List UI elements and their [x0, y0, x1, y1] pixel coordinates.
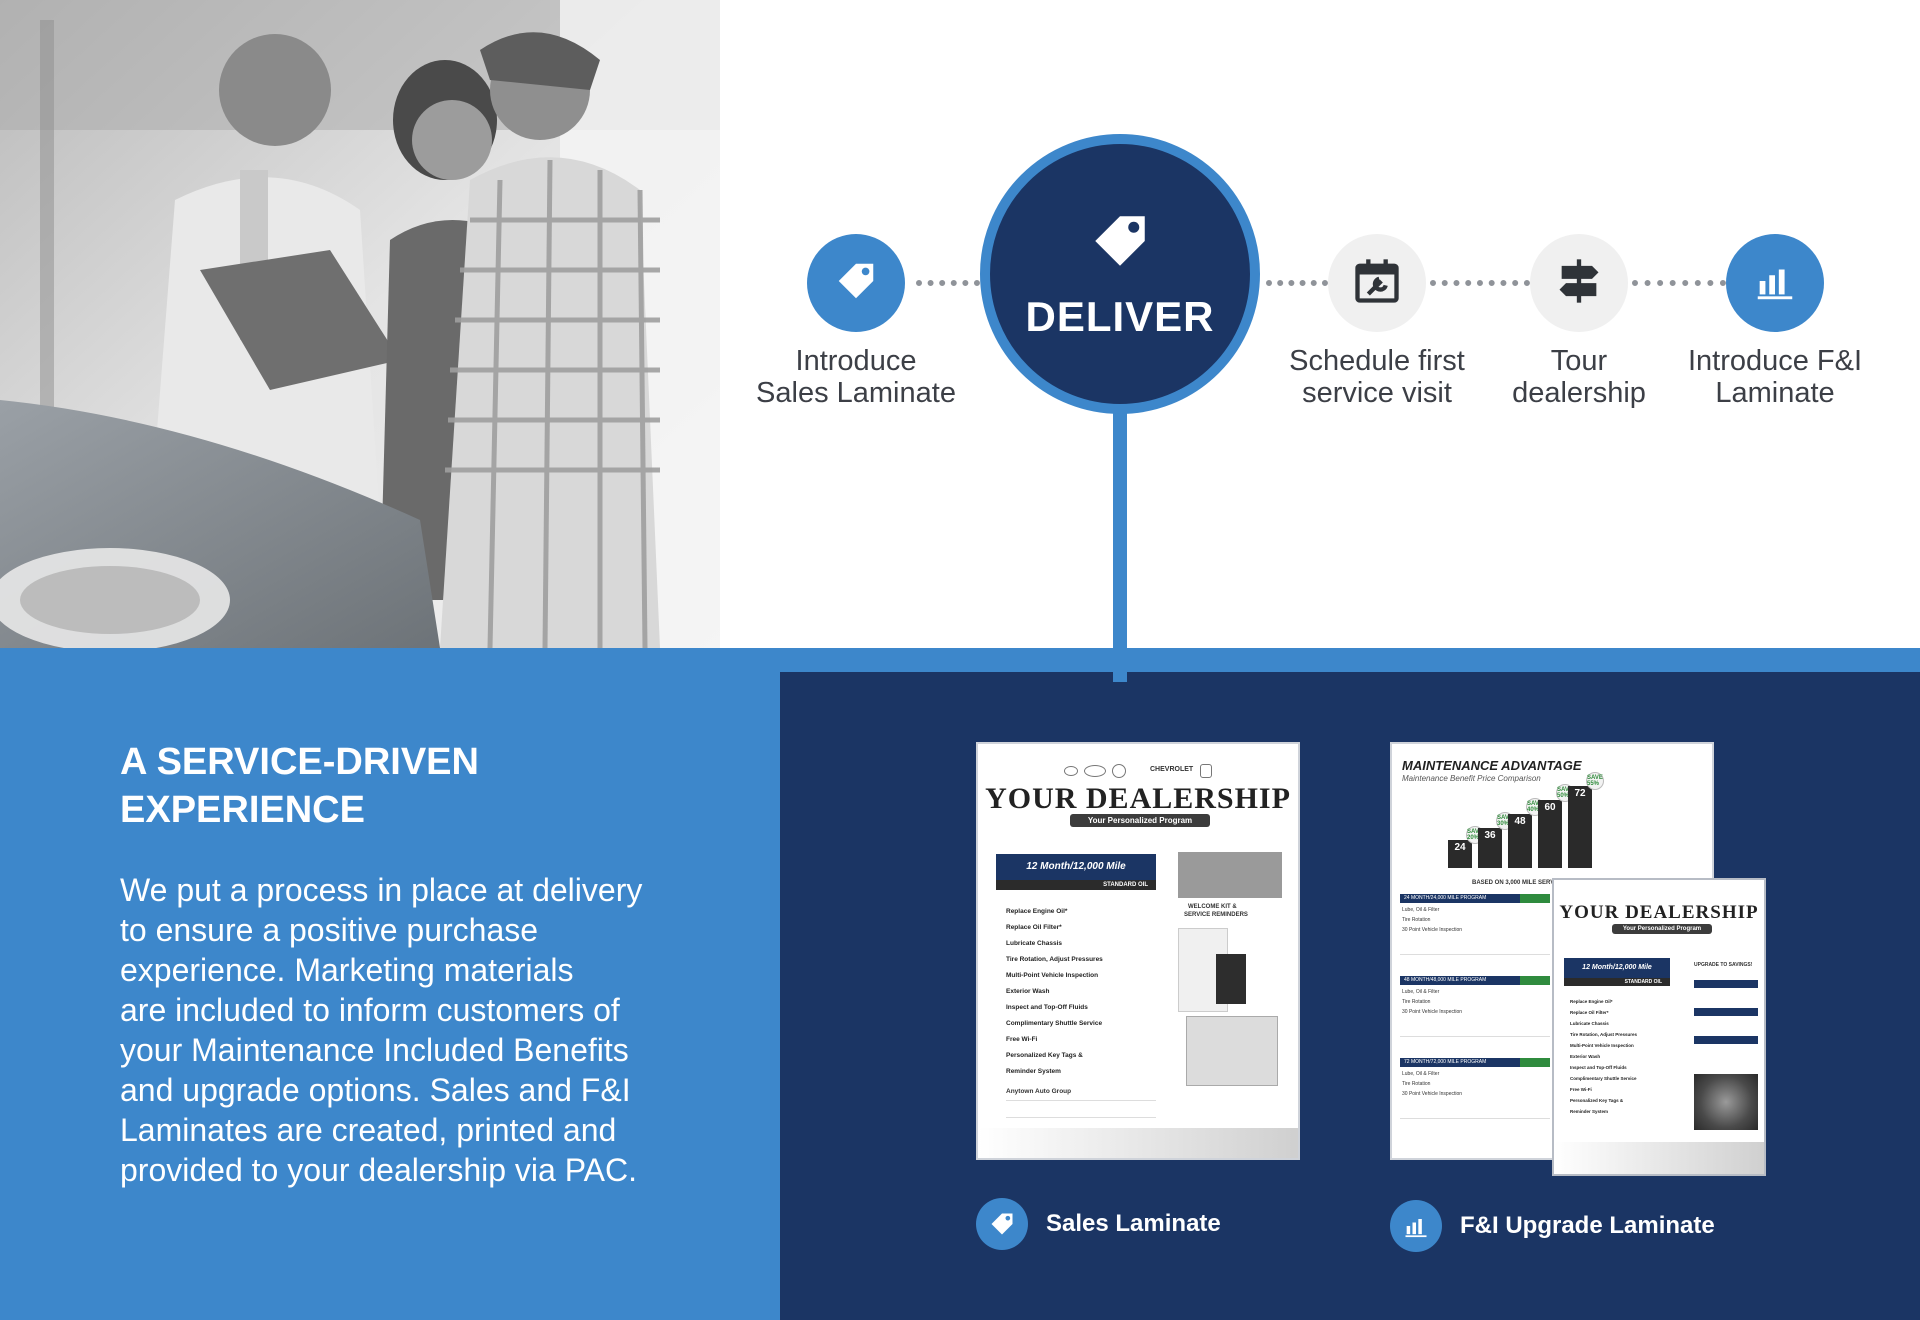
bar-chart-icon: [1390, 1200, 1442, 1252]
welcome-kit-label: WELCOME KIT &: [1188, 904, 1237, 910]
savings-tag: [1520, 894, 1550, 903]
dealer-title: YOUR DEALERSHIP: [985, 782, 1291, 815]
signpost-icon: [1553, 255, 1605, 312]
plan-bar: 12 Month/12,000 Mile: [996, 854, 1156, 880]
group-name: Anytown Auto Group: [1006, 1088, 1072, 1095]
program-row: Lube, Oil & Filter: [1402, 907, 1440, 913]
deliver-title: DELIVER: [1025, 292, 1215, 340]
program-row: Tire Rotation: [1402, 999, 1431, 1005]
tag-icon: [976, 1198, 1028, 1250]
upgrade-row: [1694, 1036, 1758, 1044]
fi-subtitle: Maintenance Benefit Price Comparison: [1402, 774, 1541, 783]
based-on-label: BASED ON 3,000 MILE SERVICE: [1472, 880, 1565, 886]
connector-dots: [916, 280, 980, 286]
dealer-subtitle: Your Personalized Program: [1612, 924, 1712, 934]
bar-chart-icon: [1752, 258, 1798, 309]
savings-bar: 72: [1568, 786, 1592, 868]
sales-laminate-caption: Sales Laminate: [976, 1198, 1221, 1250]
step-tour-circle: [1530, 234, 1628, 332]
fi-laminate-label: F&I Upgrade Laminate: [1460, 1212, 1715, 1239]
upgrade-row: [1694, 980, 1758, 988]
row-divider: [1400, 954, 1550, 955]
panel-strip: [780, 648, 1920, 672]
card-footer: [978, 1128, 1298, 1158]
dealer-title: YOUR DEALERSHIP: [1559, 902, 1759, 923]
hero-photo: [0, 0, 720, 648]
program-row: Tire Rotation: [1402, 917, 1431, 923]
upgrade-row: [1694, 1008, 1758, 1016]
brand-logo: [1200, 764, 1212, 778]
fi-laminate-caption: F&I Upgrade Laminate: [1390, 1200, 1715, 1252]
program-row: Lube, Oil & Filter: [1402, 1071, 1440, 1077]
connector-dots: [1632, 280, 1726, 286]
step-introduce-sales-circle: [807, 234, 905, 332]
dealer-subtitle: Your Personalized Program: [1070, 814, 1210, 827]
sales-laminate-preview: CHEVROLET YOUR DEALERSHIP Your Personali…: [976, 742, 1300, 1160]
service-list: Replace Engine Oil* Replace Oil Filter* …: [1570, 999, 1638, 1114]
brand-text: CHEVROLET: [1150, 766, 1194, 773]
step-introduce-fi-circle: [1726, 234, 1824, 332]
deliver-circle: DELIVER: [980, 134, 1260, 414]
calendar-wrench-icon: [1351, 255, 1403, 312]
fi-laminate-front-preview: YOUR DEALERSHIP Your Personalized Progra…: [1552, 878, 1766, 1176]
savings-tag: [1520, 1058, 1550, 1067]
process-area: [720, 0, 1920, 648]
plan-tag: STANDARD OIL: [1564, 978, 1670, 986]
welcome-kit-label: SERVICE REMINDERS: [1184, 912, 1248, 918]
plan-bar: 12 Month/12,000 Mile: [1564, 958, 1670, 978]
program-header: 24 MONTH/24,000 MILE PROGRAM: [1400, 894, 1550, 903]
fi-title: MAINTENANCE ADVANTAGE: [1402, 758, 1582, 773]
connector-dots: [1430, 280, 1530, 286]
connector-dots: [1266, 280, 1328, 286]
brand-logo: [1084, 765, 1106, 777]
tag-icon: [833, 258, 879, 309]
row-divider: [1400, 1036, 1550, 1037]
card-footer: [1554, 1142, 1764, 1174]
savings-bar: 60: [1538, 800, 1562, 868]
program-row: 30 Point Vehicle Inspection: [1402, 1091, 1463, 1097]
brand-logo: [1112, 764, 1126, 778]
program-row: 30 Point Vehicle Inspection: [1402, 1009, 1463, 1015]
row-divider: [1400, 1118, 1550, 1119]
photo-thumbnail: [1178, 852, 1282, 898]
service-list: Replace Engine Oil* Replace Oil Filter* …: [1006, 908, 1103, 1075]
program-row: Tire Rotation: [1402, 1081, 1431, 1087]
program-header: 48 MONTH/48,000 MILE PROGRAM: [1400, 976, 1550, 985]
savings-badge: SAVE 55%: [1586, 772, 1604, 790]
wheel-photo: [1694, 1074, 1758, 1130]
program-header: 72 MONTH/72,000 MILE PROGRAM: [1400, 1058, 1550, 1067]
step-schedule-circle: [1328, 234, 1426, 332]
plan-tag: STANDARD OIL: [996, 880, 1156, 890]
program-row: 30 Point Vehicle Inspection: [1402, 927, 1463, 933]
savings-tag: [1520, 976, 1550, 985]
savings-bar: 24: [1448, 840, 1472, 868]
fine-print: [1006, 1100, 1156, 1118]
sales-laminate-label: Sales Laminate: [1046, 1210, 1221, 1237]
description-panel: [0, 648, 780, 1320]
folder-thumbnail: [1186, 1016, 1278, 1086]
deliver-stem: [1113, 410, 1127, 682]
tag-icon: [1087, 208, 1153, 279]
brand-logo: [1064, 766, 1078, 776]
program-row: Lube, Oil & Filter: [1402, 989, 1440, 995]
keytag-thumbnail: [1216, 954, 1246, 1004]
savings-bar: 48: [1508, 814, 1532, 868]
savings-bar: 36: [1478, 828, 1502, 868]
upgrade-label: UPGRADE TO SAVINGS!: [1694, 962, 1753, 968]
